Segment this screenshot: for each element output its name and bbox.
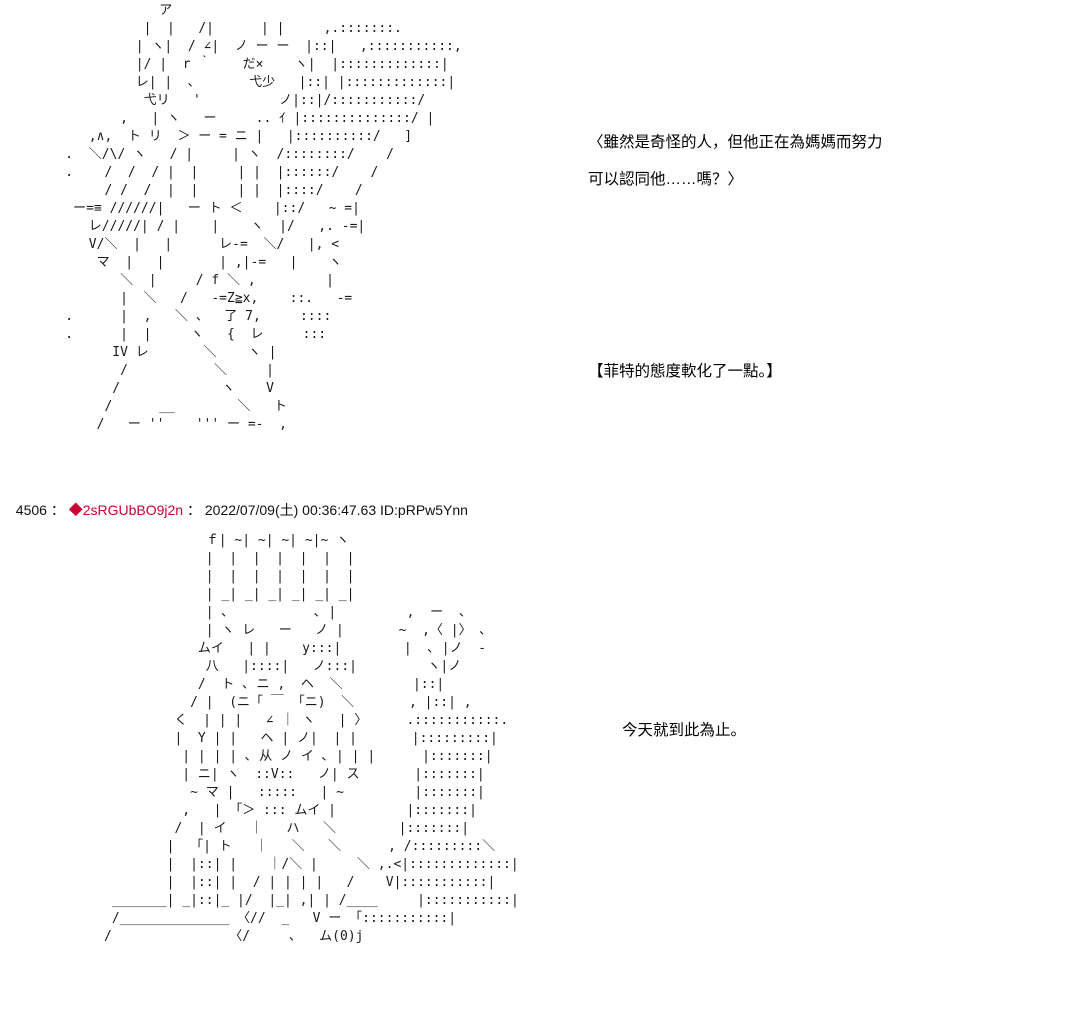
post-number: 4506: [15, 502, 47, 518]
dialogue-text-bottom: 今天就到此為止。: [622, 722, 747, 739]
dialogue-text: 〈雖然是奇怪的人，但他正在為媽媽而努力 可以認同他……嗎？〉: [588, 134, 883, 188]
header-separator: ：: [46, 502, 69, 518]
ascii-art-girl: ア | | /| | | ,.:::::::. | ヽ| / ∠| ノ ー ー …: [65, 3, 462, 432]
post-datetime: 2022/07/09(土) 00:36:47.63: [204, 502, 377, 518]
tripcode: ◆2sRGUbBO9j2n: [68, 502, 184, 518]
post-id: ID:pRPw5Ynn: [380, 502, 468, 518]
header-separator: ：: [183, 502, 205, 518]
post-header: 4506 ： ◆2sRGUbBO9j2n ： 2022/07/09(土) 00:…: [8, 484, 468, 520]
ascii-art-king-with-candle: ｆ| ~| ~| ~| ~|~ ヽ | | | | | | | | | | | …: [104, 533, 519, 944]
narration-text: 【菲特的態度軟化了一點。】: [588, 363, 782, 380]
